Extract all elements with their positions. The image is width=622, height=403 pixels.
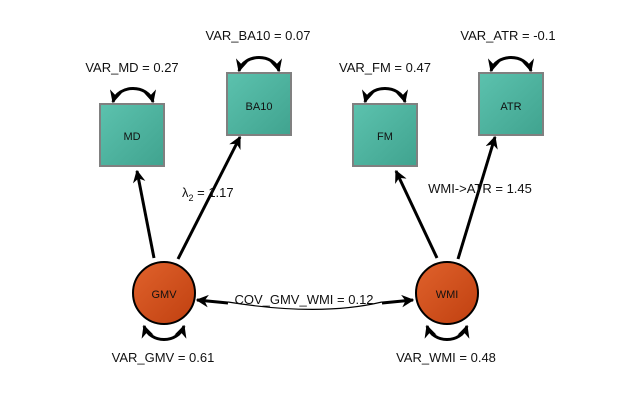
path-wmi-to-atr [456,135,498,260]
variance-loop-gmv [141,324,187,341]
path-value: = 1.17 [194,185,234,200]
node-label: BA10 [246,101,273,113]
node-label: MD [123,131,140,143]
observed-node-ba10[interactable]: BA10 [226,72,292,136]
observed-node-atr[interactable]: ATR [478,72,544,136]
node-label: ATR [500,101,521,113]
path-label-gmv-ba10: λ2 = 1.17 [182,185,234,203]
path-wmi-to-fm [394,169,439,259]
variance-loop-atr [487,56,535,73]
node-label: GMV [151,289,177,301]
covariance-gmv-wmi [227,301,383,311]
observed-node-md[interactable]: MD [99,103,165,167]
lambda-symbol: λ [182,185,189,200]
variance-loop-fm [361,87,409,104]
covariance-arrow-left [195,294,229,308]
variance-loop-wmi [424,324,470,341]
path-gmv-to-ba10 [176,135,242,260]
path-gmv-to-md [132,169,156,259]
variance-label-atr: VAR_ATR = -0.1 [460,28,555,43]
latent-node-wmi[interactable]: WMI [415,261,479,325]
latent-node-gmv[interactable]: GMV [132,261,196,325]
variance-label-gmv: VAR_GMV = 0.61 [112,350,215,365]
observed-node-fm[interactable]: FM [352,103,418,167]
node-label: WMI [436,289,459,301]
variance-loop-md [109,87,157,104]
variance-label-fm: VAR_FM = 0.47 [339,60,431,75]
variance-loop-ba10 [235,56,283,73]
lambda-subscript: 2 [189,193,194,203]
variance-label-md: VAR_MD = 0.27 [85,60,178,75]
path-label-wmi-atr: WMI->ATR = 1.45 [428,181,532,196]
variance-label-wmi: VAR_WMI = 0.48 [396,350,496,365]
covariance-arrow-right [381,294,415,308]
variance-label-ba10: VAR_BA10 = 0.07 [206,28,311,43]
covariance-label: COV_GMV_WMI = 0.12 [234,292,373,307]
node-label: FM [377,131,393,143]
